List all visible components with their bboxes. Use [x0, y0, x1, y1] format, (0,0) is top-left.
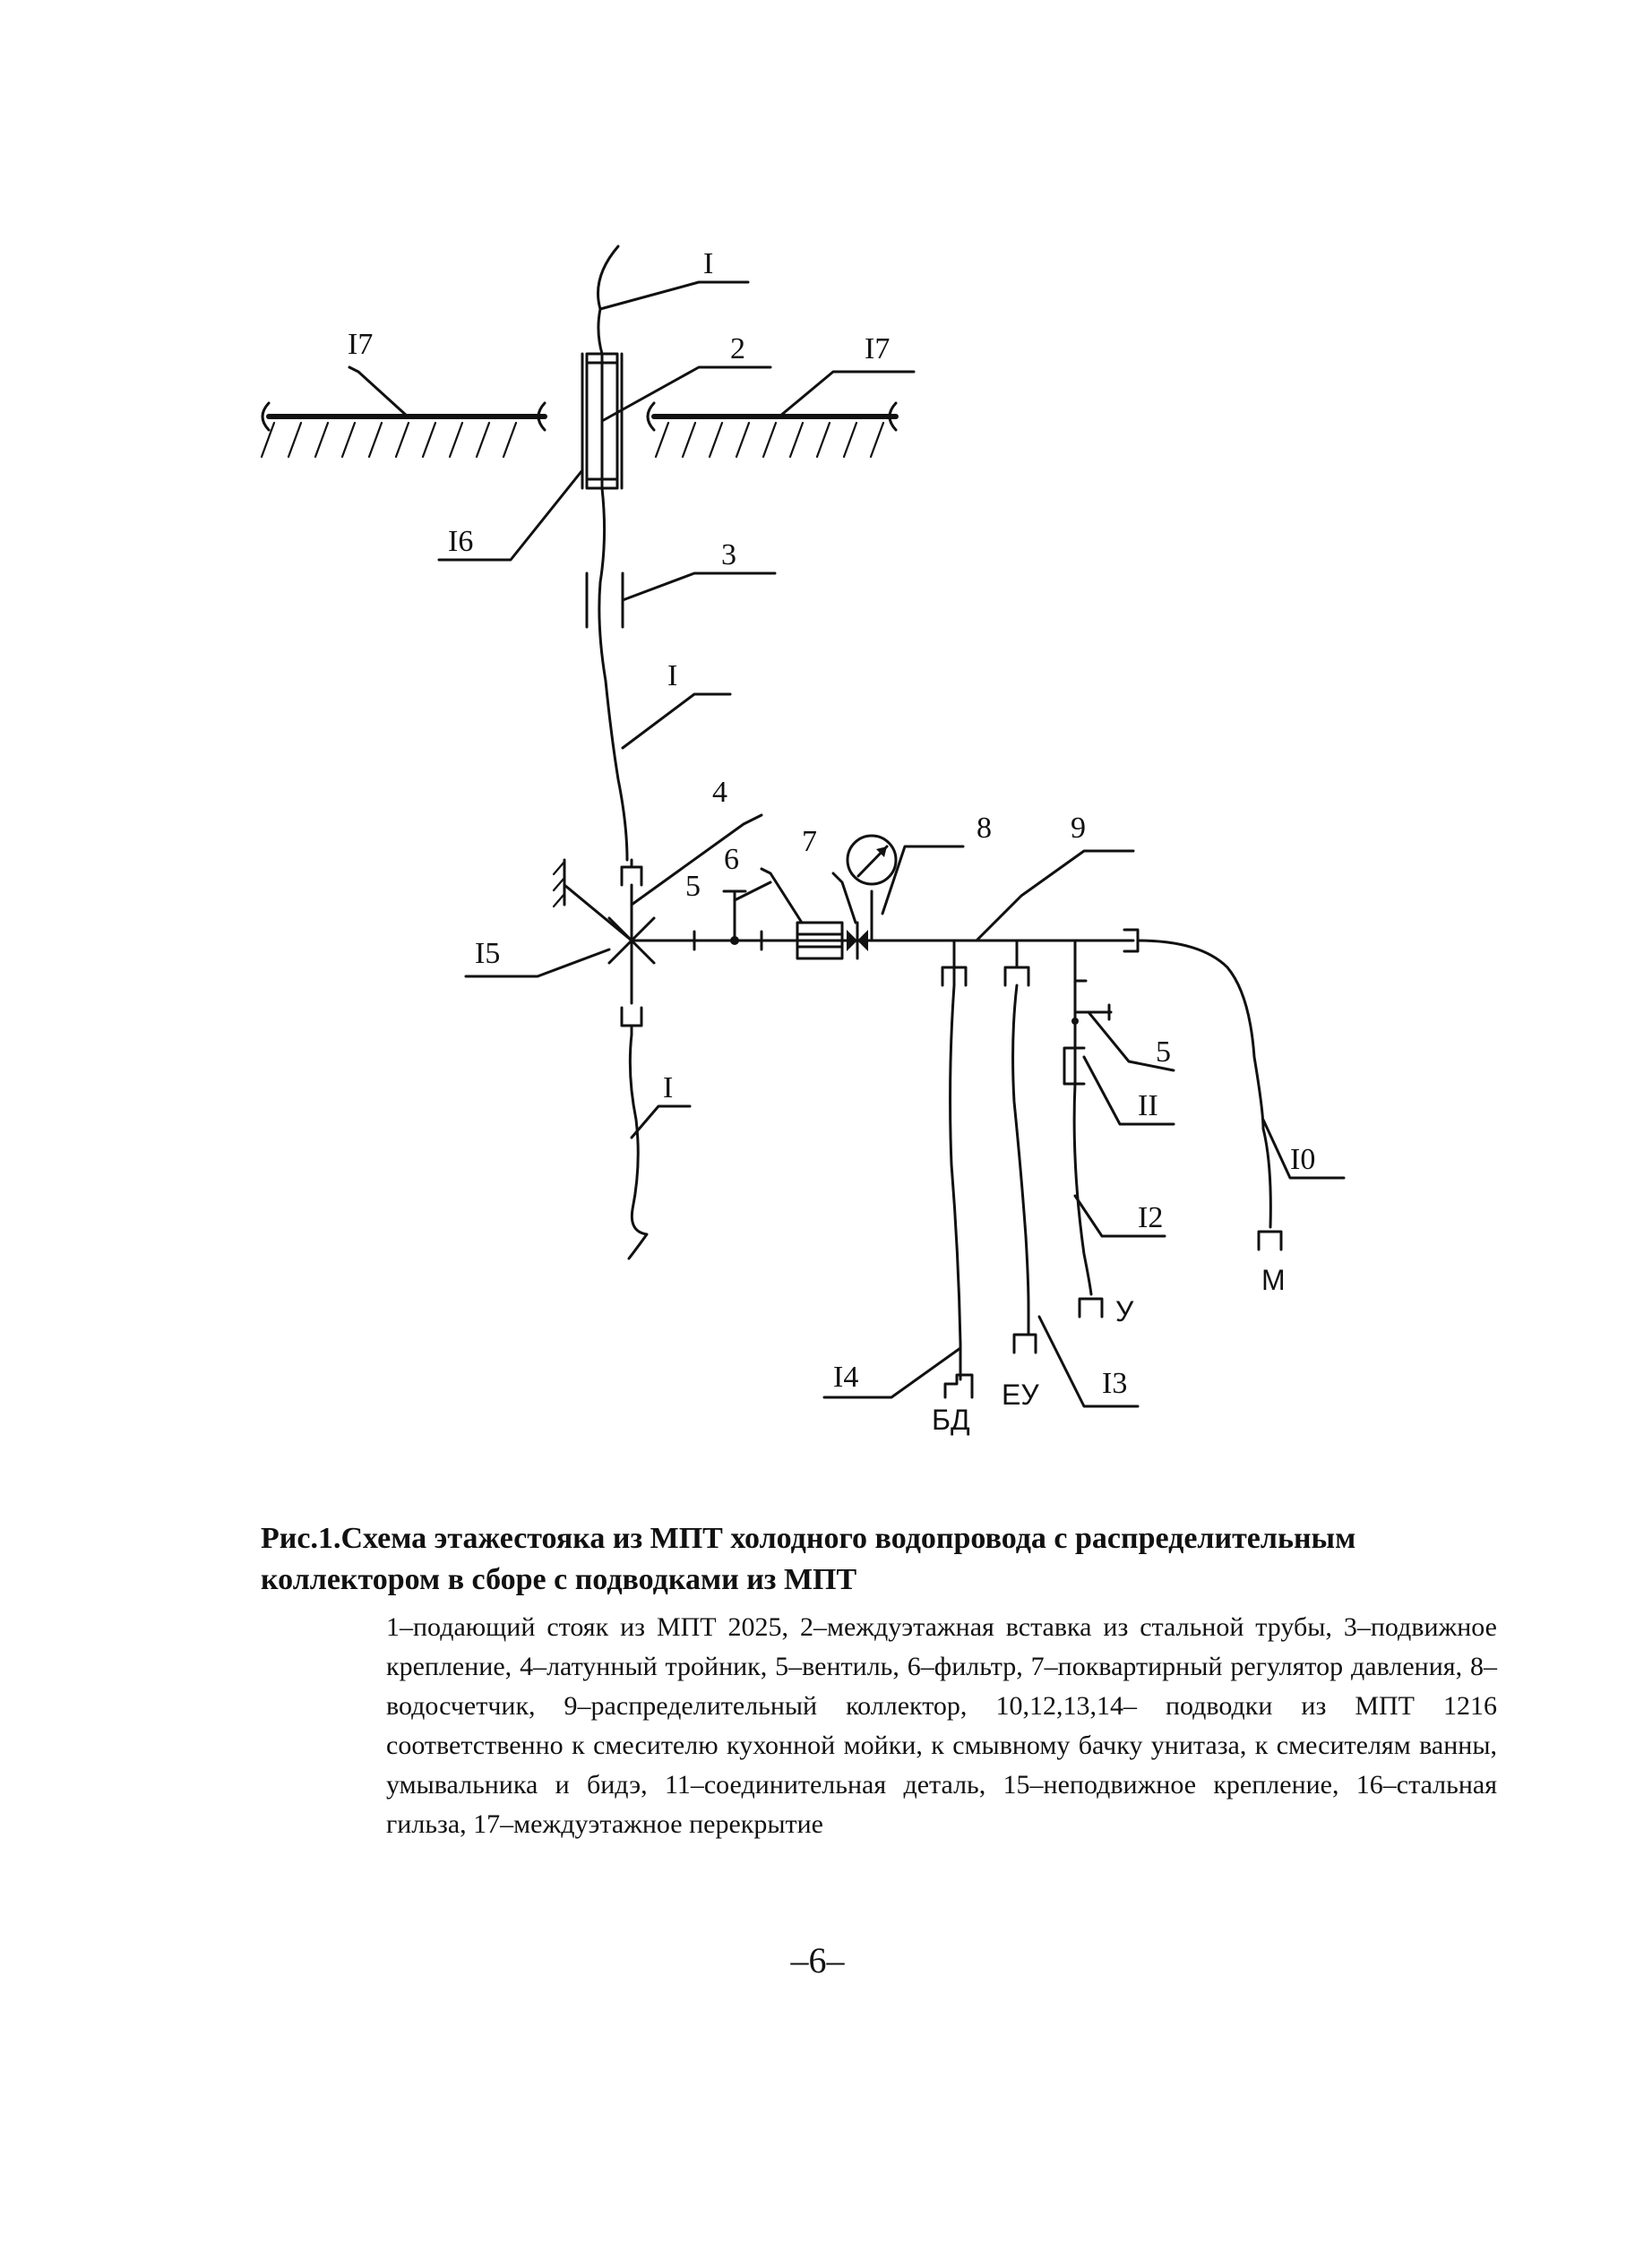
caption-body: 1–подающий стояк из МПТ 2025, 2–междуэта… — [386, 1612, 1497, 1839]
label-insert: 2 — [730, 332, 745, 365]
label-sleeve: I6 — [448, 525, 473, 558]
kitchen-end — [1257, 1230, 1283, 1251]
label-branch-kitchen: I0 — [1290, 1143, 1315, 1176]
leader-lines — [348, 280, 1346, 1408]
label-branch-bidet: I4 — [833, 1361, 858, 1394]
label-slab-right: I7 — [865, 332, 890, 365]
label-end-toilet: У — [1115, 1295, 1134, 1327]
outlet-bidet-fitting — [941, 939, 968, 987]
label-branch-toilet: I2 — [1138, 1201, 1163, 1234]
bath-end — [1012, 1333, 1037, 1354]
label-riser-mid: I — [667, 659, 677, 692]
toilet-end — [1078, 1297, 1104, 1319]
filter — [796, 921, 844, 960]
page-number: –6– — [790, 1940, 845, 1980]
riser-mid — [598, 486, 629, 862]
label-riser-top: I — [703, 247, 713, 280]
branch-kitchen — [1136, 939, 1272, 1229]
figure-caption: Рис.1.Схема этажестояка из МПТ холодного… — [261, 1518, 1515, 1844]
label-slab-left: I7 — [348, 328, 373, 361]
outlet-toilet-fitting — [1063, 939, 1113, 1086]
pressure-regulator — [847, 921, 868, 960]
label-riser-bottom: I — [663, 1071, 673, 1104]
label-movable-mount: 3 — [721, 538, 736, 571]
water-meter — [846, 834, 898, 942]
tee-coupling-top — [620, 858, 643, 887]
label-end-bidet: БД — [932, 1404, 970, 1436]
label-valve-left: 5 — [685, 870, 701, 903]
riser-bottom — [627, 1033, 649, 1260]
branch-bidet — [949, 984, 962, 1381]
fixed-mount — [552, 858, 656, 965]
label-meter: 8 — [977, 812, 992, 845]
label-filter: 6 — [724, 843, 739, 876]
riser-top — [597, 245, 620, 356]
piping-diagram: I 2 I7 I7 I6 3 I 4 5 6 7 8 9 I5 I 5 II I… — [260, 245, 1346, 1436]
outlet-bath-fitting — [1003, 939, 1030, 987]
bidet-end — [943, 1373, 974, 1399]
label-connector: II — [1138, 1089, 1158, 1122]
movable-mount — [585, 571, 624, 629]
label-branch-bath: I3 — [1102, 1367, 1127, 1400]
branch-bath — [1011, 984, 1030, 1310]
label-tee: 4 — [712, 776, 727, 809]
branch-toilet — [1072, 1082, 1093, 1296]
floor-slab — [260, 401, 899, 459]
caption-title: Рис.1.Схема этажестояка из МПТ холодного… — [261, 1522, 1356, 1596]
label-regulator: 7 — [802, 825, 817, 858]
label-end-bath: ЕУ — [1002, 1379, 1039, 1411]
label-end-kitchen: М — [1261, 1264, 1286, 1296]
label-collector: 9 — [1071, 812, 1086, 845]
label-valve-right: 5 — [1156, 1035, 1171, 1069]
label-fixed-mount: I5 — [475, 937, 500, 970]
tee-coupling-bottom — [620, 1006, 643, 1036]
